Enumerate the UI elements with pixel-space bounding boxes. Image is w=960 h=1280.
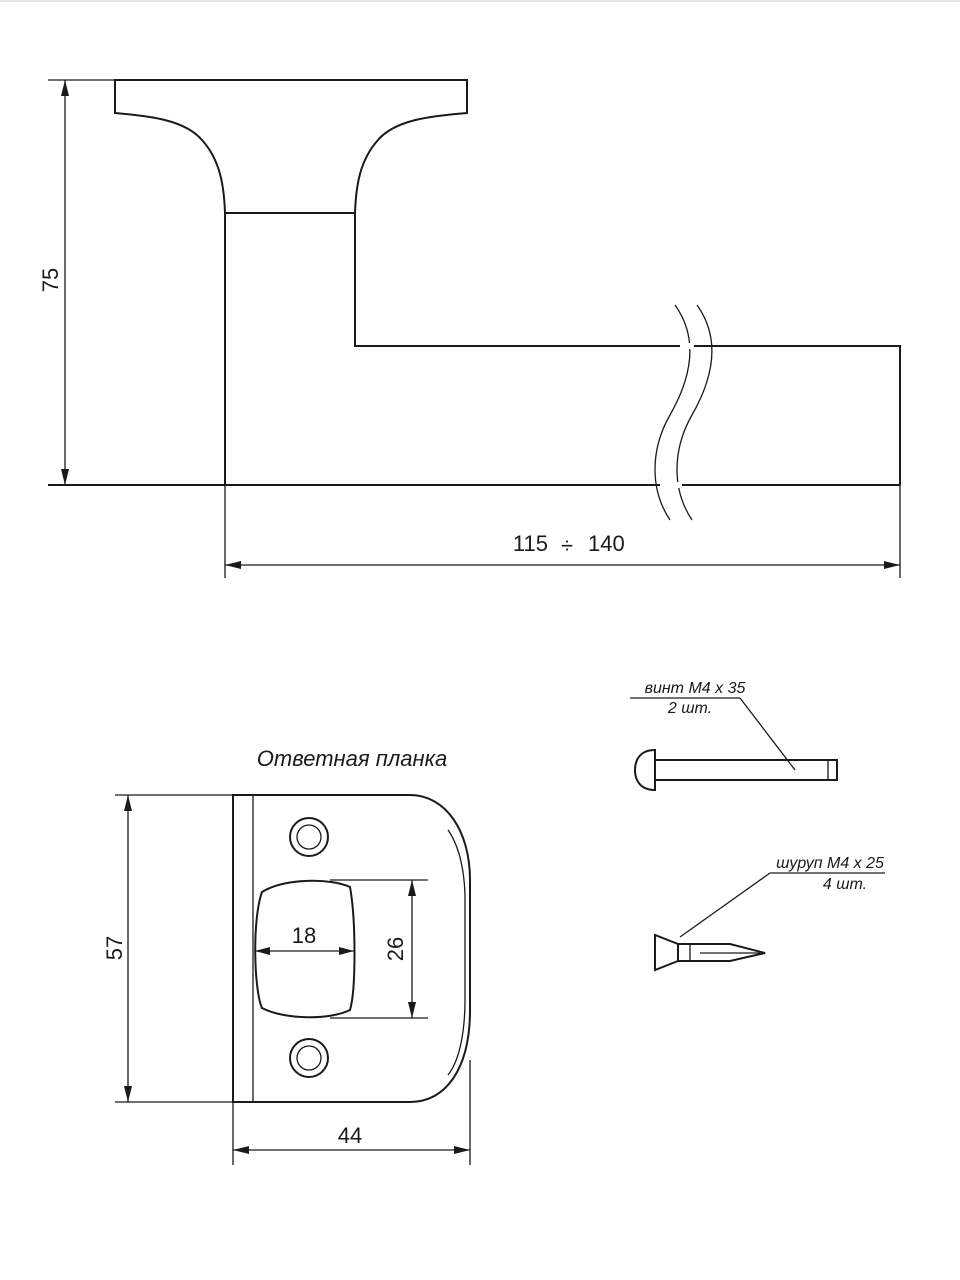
screw-head bbox=[654, 933, 679, 972]
rosette-outline bbox=[114, 79, 468, 214]
screw-hole-top-inner bbox=[296, 824, 322, 850]
dim-18-label: 18 bbox=[292, 923, 316, 948]
dim-57-arrow-top bbox=[124, 795, 132, 811]
screw-leader-line bbox=[679, 872, 771, 938]
screw-spec-label: шуруп M4 x 25 bbox=[776, 855, 884, 872]
dim-18-arrow-left bbox=[255, 947, 270, 955]
bolt-spec-label: винт M4 x 35 bbox=[645, 680, 746, 697]
dim-75-arrow-top bbox=[61, 80, 69, 96]
bolt-head bbox=[633, 748, 656, 792]
dim-18-arrow-right bbox=[339, 947, 354, 955]
strike-plate-bevel bbox=[447, 829, 466, 1076]
screw-drawing: шуруп M4 x 25 4 шт. bbox=[654, 855, 885, 972]
bolt-leader-line bbox=[739, 697, 796, 771]
dim-len-arrow-right bbox=[884, 561, 900, 569]
handle-drawing: 75 115 ÷ 140 bbox=[38, 79, 901, 578]
latch-opening bbox=[254, 879, 356, 1019]
break-gap-bottom bbox=[660, 482, 682, 488]
strike-plate-outline bbox=[232, 794, 471, 1103]
screw-hole-bottom-outer bbox=[289, 1038, 329, 1078]
dim-75-label: 75 bbox=[38, 268, 63, 292]
dim-26-arrow-top bbox=[408, 880, 416, 896]
handle-lever-outline bbox=[354, 213, 901, 485]
strike-plate-title: Ответная планка bbox=[257, 746, 447, 771]
dim-75-arrow-bottom bbox=[61, 469, 69, 485]
screw-hole-bottom-inner bbox=[296, 1045, 322, 1071]
dim-26-label: 26 bbox=[383, 937, 408, 961]
screw-shank bbox=[677, 943, 766, 962]
strike-plate-drawing: Ответная планка 18 26 57 bbox=[102, 746, 471, 1165]
dim-44-arrow-left bbox=[233, 1146, 249, 1154]
break-gap-top bbox=[680, 343, 694, 349]
bolt-qty-label: 2 шт. bbox=[667, 700, 712, 717]
bolt-shank bbox=[654, 759, 838, 781]
break-line-left bbox=[654, 304, 691, 521]
dim-44-label: 44 bbox=[338, 1123, 362, 1148]
dim-26-arrow-bottom bbox=[408, 1002, 416, 1018]
dim-len-arrow-left bbox=[225, 561, 241, 569]
dim-44-arrow-right bbox=[454, 1146, 470, 1154]
screw-qty-label: 4 шт. bbox=[823, 876, 867, 893]
dim-len-to-label: 140 bbox=[588, 531, 625, 556]
dim-len-sep-label: ÷ bbox=[561, 533, 573, 558]
bolt-drawing: винт M4 x 35 2 шт. bbox=[630, 680, 838, 792]
screw-hole-top-outer bbox=[289, 817, 329, 857]
dim-57-arrow-bottom bbox=[124, 1086, 132, 1102]
break-line-right bbox=[676, 304, 713, 521]
dim-57-label: 57 bbox=[102, 936, 127, 960]
dim-len-from-label: 115 bbox=[513, 531, 548, 556]
